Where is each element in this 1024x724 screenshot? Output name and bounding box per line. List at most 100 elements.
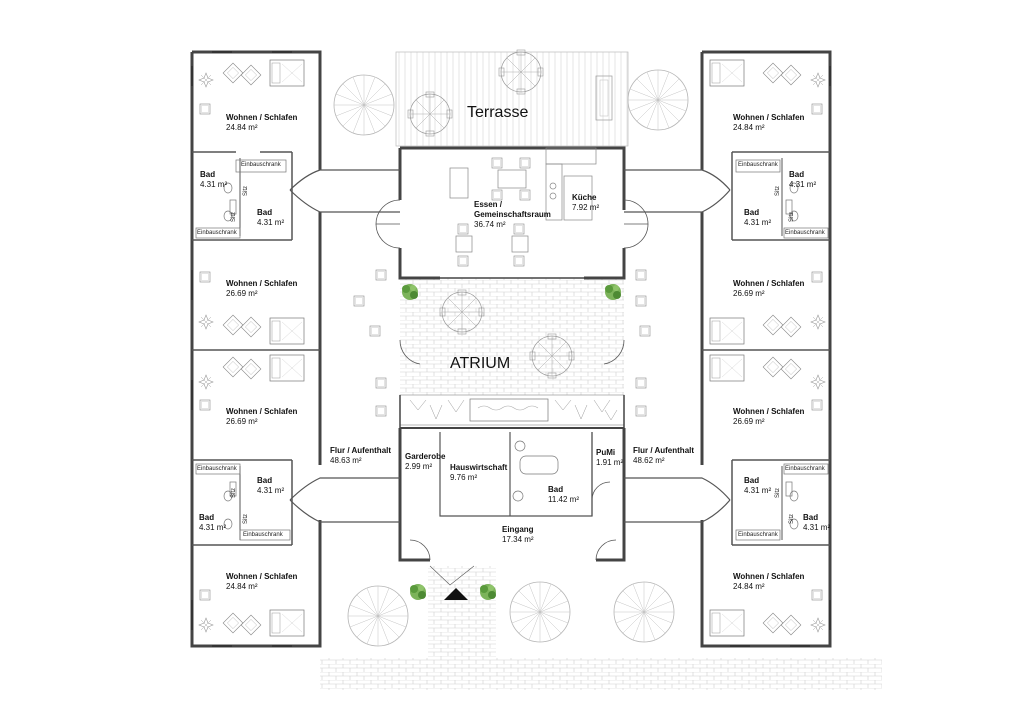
seat-label: Sitz [231, 211, 237, 222]
room-hall-left: Flur / Aufenthalt 48.63 m² [330, 446, 391, 466]
room-bath-central: Bad 11.42 m² [548, 485, 579, 505]
room-area: 26.69 m² [226, 417, 258, 426]
room-living-3-right: Wohnen / Schlafen 26.69 m² [733, 407, 804, 427]
room-area: 4.31 m² [803, 523, 831, 532]
atrium-title: ATRIUM [450, 355, 511, 372]
room-area: 4.31 m² [200, 180, 228, 189]
room-name: Bad [803, 513, 819, 522]
room-area: 26.69 m² [226, 289, 258, 298]
room-name: Hauswirtschaft [450, 463, 508, 472]
room-area: 4.31 m² [257, 218, 285, 227]
room-living-bottom-left: Wohnen / Schlafen 24.84 m² [226, 572, 297, 592]
room-area: 48.63 m² [330, 456, 362, 465]
room-area: 24.84 m² [226, 123, 258, 132]
terrace-title: Terrasse [467, 104, 529, 121]
room-bath-bl-a: Bad 4.31 m² [257, 476, 284, 496]
room-area: 17.34 m² [502, 535, 534, 544]
room-area: 24.84 m² [733, 582, 765, 591]
room-name: Bad [257, 208, 273, 217]
corridor-links [289, 169, 731, 586]
room-name: Wohnen / Schlafen [226, 279, 298, 288]
room-area: 9.76 m² [450, 473, 478, 482]
room-living-3-left: Wohnen / Schlafen 26.69 m² [226, 407, 297, 427]
bath-fixtures [195, 159, 829, 541]
cabinet-label: Einbauschrank [197, 466, 237, 472]
room-bath-br-b: Bad 4.31 m² [803, 513, 830, 533]
room-name: Eingang [502, 525, 534, 534]
room-name-line2: Gemeinschaftsraum [474, 210, 551, 219]
room-area: 24.84 m² [733, 123, 765, 132]
planting-bed-leaves [409, 399, 618, 421]
room-name: Bad [744, 208, 760, 217]
room-name: PuMi [596, 448, 616, 457]
cabinet-label: Einbauschrank [785, 466, 825, 472]
room-area: 24.84 m² [226, 582, 258, 591]
room-area: 26.69 m² [733, 289, 765, 298]
room-area: 11.42 m² [548, 495, 579, 504]
room-name: Küche [572, 193, 597, 202]
room-name: Bad [789, 170, 805, 179]
cabinet-label: Einbauschrank [785, 230, 825, 236]
room-bath-tl-b: Bad 4.31 m² [257, 208, 284, 228]
room-name: Bad [744, 476, 760, 485]
walls [190, 50, 832, 648]
room-name: Wohnen / Schlafen [226, 113, 298, 122]
dining-furniture [449, 147, 597, 267]
room-name: Bad [200, 170, 216, 179]
room-area: 4.31 m² [789, 180, 817, 189]
room-name: Bad [548, 485, 564, 494]
room-area: 2.99 m² [405, 462, 433, 471]
room-area: 7.92 m² [572, 203, 600, 212]
cabinet-label: Einbauschrank [738, 162, 778, 168]
room-area: 1.91 m² [596, 458, 624, 467]
room-dining: Essen / Gemeinschaftsraum 36.74 m² [474, 200, 551, 230]
room-name: Flur / Aufenthalt [330, 446, 392, 455]
seat-label: Sitz [775, 185, 781, 196]
room-name: Wohnen / Schlafen [733, 113, 805, 122]
room-name: Wohnen / Schlafen [226, 572, 298, 581]
windows [191, 51, 831, 647]
cabinet-label: Einbauschrank [197, 230, 237, 236]
room-pumi: PuMi 1.91 m² [596, 448, 623, 468]
atrium-paving [400, 278, 624, 395]
room-bath-tr-b: Bad 4.31 m² [744, 208, 771, 228]
room-living-2-left: Wohnen / Schlafen 26.69 m² [226, 279, 297, 299]
room-bath-tr-a: Bad 4.31 m² [789, 170, 816, 190]
room-kitchen: Küche 7.92 m² [572, 193, 599, 213]
entrance-path [428, 566, 496, 662]
room-area: 26.69 m² [733, 417, 765, 426]
room-area: 36.74 m² [474, 220, 506, 229]
site-ground [320, 51, 882, 690]
seat-label: Sitz [231, 487, 237, 498]
terrace-deck [395, 51, 629, 147]
room-living-bottom-right: Wohnen / Schlafen 24.84 m² [733, 572, 804, 592]
seat-label: Sitz [789, 211, 795, 222]
seat-label: Sitz [243, 513, 249, 524]
room-living-top-right: Wohnen / Schlafen 24.84 m² [733, 113, 804, 133]
room-name: Wohnen / Schlafen [733, 572, 805, 581]
cabinet-label: Einbauschrank [738, 532, 778, 538]
room-name: Bad [199, 513, 215, 522]
room-living-2-right: Wohnen / Schlafen 26.69 m² [733, 279, 804, 299]
room-area: 4.31 m² [744, 218, 772, 227]
seat-label: Sitz [789, 513, 795, 524]
room-name-line1: Essen / [474, 200, 503, 209]
room-area: 4.31 m² [199, 523, 227, 532]
room-cloakroom: Garderobe 2.99 m² [405, 452, 445, 472]
room-utility: Hauswirtschaft 9.76 m² [450, 463, 507, 483]
room-area: 4.31 m² [257, 486, 285, 495]
room-entrance: Eingang 17.34 m² [502, 525, 534, 545]
room-bath-tl-a: Bad 4.31 m² [200, 170, 227, 190]
seat-label: Sitz [775, 487, 781, 498]
room-area: 4.31 m² [744, 486, 772, 495]
front-paving [320, 658, 882, 690]
cabinet-label: Einbauschrank [243, 532, 283, 538]
room-living-top-left: Wohnen / Schlafen 24.84 m² [226, 113, 297, 133]
room-bath-br-a: Bad 4.31 m² [744, 476, 771, 496]
room-name: Garderobe [405, 452, 446, 461]
room-name: Bad [257, 476, 273, 485]
parasols [407, 49, 613, 379]
room-area: 48.62 m² [633, 456, 665, 465]
room-bath-bl-b: Bad 4.31 m² [199, 513, 226, 533]
